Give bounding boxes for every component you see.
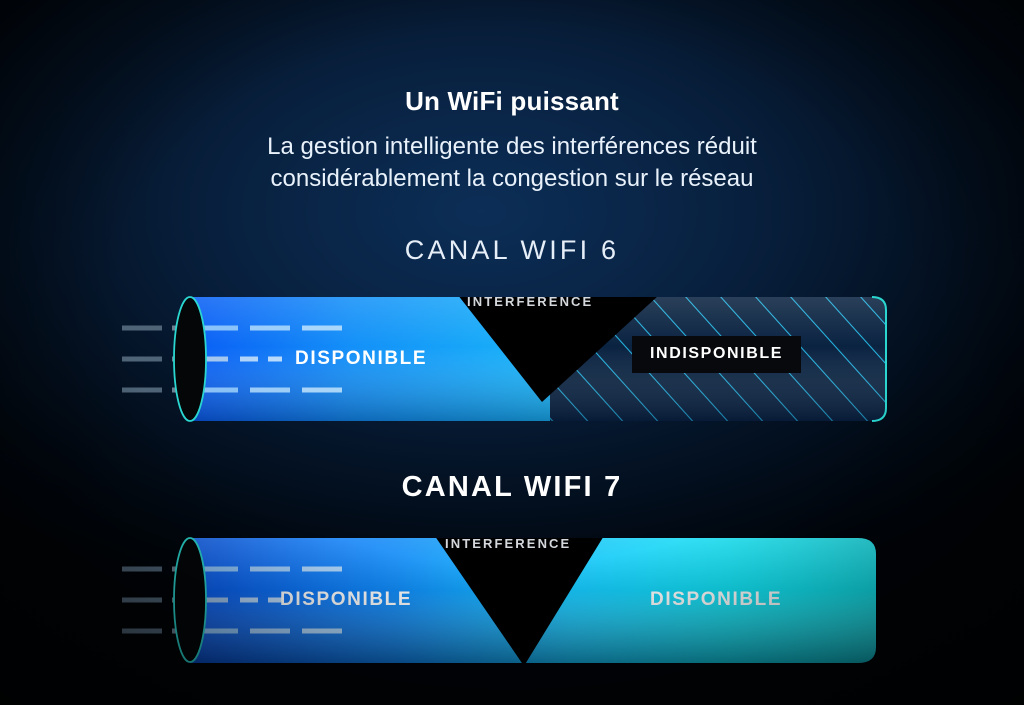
- segment-label-interference-wifi6: INTERFERENCE: [467, 294, 594, 309]
- channel-title-wifi6: CANAL WIFI 6: [404, 235, 620, 265]
- channel-title-wifi7: CANAL WIFI 7: [401, 471, 623, 503]
- page-title: Un WiFi puissant: [405, 86, 619, 116]
- segment-label-interference-wifi7: INTERFERENCE: [445, 536, 572, 551]
- subtitle-line-1: La gestion intelligente des interférence…: [267, 133, 757, 160]
- channel-tube-wifi6: DISPONIBLE INTERFERENCE INDISPONIBLE: [110, 280, 910, 440]
- tube-cap-left-wifi6: [173, 296, 207, 422]
- channel-tube-wifi7: DISPONIBLE INTERFERENCE DISPONIBLE: [110, 520, 910, 685]
- segment-label-available-right-wifi7: DISPONIBLE: [650, 589, 783, 610]
- tube-cap-left-wifi7: [173, 537, 207, 663]
- page-subtitle: La gestion intelligente des interférence…: [0, 131, 1024, 195]
- segment-label-available-wifi6: DISPONIBLE: [295, 348, 428, 369]
- segment-label-available-left-wifi7: DISPONIBLE: [280, 589, 413, 610]
- subtitle-line-2: considérablement la congestion sur le ré…: [270, 164, 754, 192]
- segment-label-unavailable-wifi6: INDISPONIBLE: [632, 336, 801, 373]
